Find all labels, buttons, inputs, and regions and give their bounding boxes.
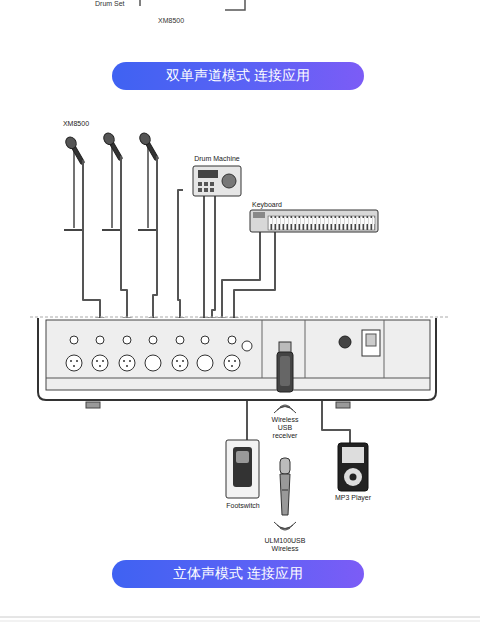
device-label: Drum Machine — [193, 155, 241, 163]
device-label: MP3 Player — [334, 494, 372, 502]
keyboard — [250, 210, 378, 232]
device-name: ULM100USB Wireless — [260, 537, 310, 553]
footswitch — [226, 440, 259, 498]
drum-machine — [193, 166, 241, 196]
banner-title: 双单声道模式 连接应用 — [126, 67, 350, 85]
microphones — [64, 131, 162, 166]
microphone-stands — [64, 146, 158, 230]
device-name: Wireless USB receiver — [266, 416, 304, 440]
section-banner: 双单声道模式 连接应用 — [112, 62, 364, 90]
mp3-player — [338, 443, 368, 491]
mixer — [30, 317, 450, 408]
device-label: Footswitch — [225, 502, 260, 510]
wireless-microphone — [280, 458, 290, 515]
device-name: Footswitch — [226, 502, 259, 510]
device-label: XM8500 — [158, 17, 184, 24]
page-edge-lines — [0, 617, 480, 621]
device-name: Drum Machine — [194, 155, 240, 163]
device-label: Keyboard — [251, 201, 283, 209]
previous-figure-remnant — [140, 0, 245, 10]
device-label: XM8500 — [62, 120, 90, 128]
device-name: MP3 Player — [335, 494, 371, 502]
device-name: XM8500 — [63, 120, 89, 128]
device-name: Keyboard — [252, 201, 282, 209]
device-label: ULM100USB Wireless — [259, 537, 311, 553]
device-label: Wireless USB receiver — [265, 416, 305, 440]
banner-title: 立体声模式 连接应用 — [126, 565, 350, 583]
section-banner: 立体声模式 连接应用 — [112, 560, 364, 588]
device-label: Drum Set — [95, 0, 125, 7]
usb-receiver — [277, 342, 293, 392]
